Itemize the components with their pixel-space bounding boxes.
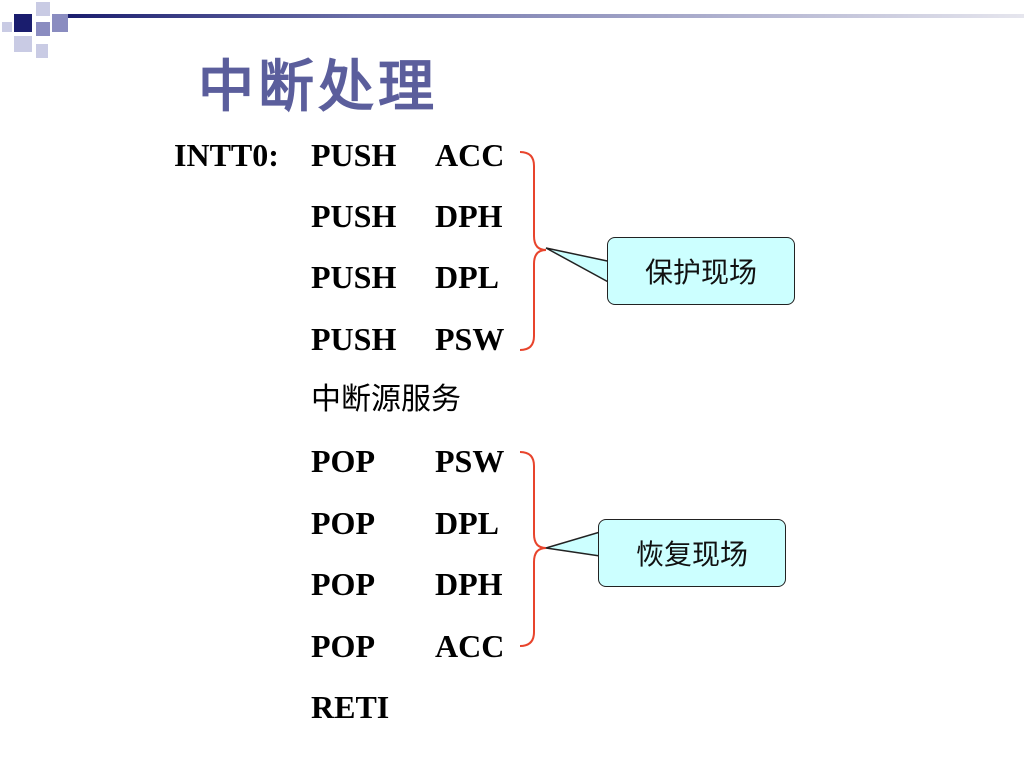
decor-square: [14, 36, 32, 52]
restore-context-text: 恢复现场: [635, 538, 748, 571]
code-arg: DPL: [435, 505, 499, 541]
save-callout-pointer: [545, 247, 613, 286]
decor-square: [14, 14, 32, 32]
code-arg: DPH: [435, 198, 503, 234]
decor-square: [36, 44, 48, 58]
push-brace: [519, 151, 547, 351]
code-op: PUSH: [311, 259, 397, 295]
code-op: PUSH: [311, 137, 397, 173]
pop-brace: [519, 451, 547, 647]
code-arg: ACC: [435, 628, 505, 664]
interrupt-label: INTT0:: [174, 137, 279, 173]
code-arg: DPL: [435, 259, 499, 295]
restore-context-callout: 恢复现场: [598, 519, 786, 587]
code-arg: PSW: [435, 443, 505, 479]
save-context-text: 保护现场: [644, 256, 757, 289]
code-op: PUSH: [311, 321, 397, 357]
slide-title: 中断处理: [198, 55, 438, 120]
restore-callout-pointer: [545, 530, 601, 557]
decor-square: [36, 22, 50, 36]
code-op: POP: [311, 505, 375, 541]
code-op: POP: [311, 566, 375, 602]
code-arg: DPH: [435, 566, 503, 602]
code-op: POP: [311, 443, 375, 479]
code-op: POP: [311, 628, 375, 664]
code-op: PUSH: [311, 198, 397, 234]
code-op: RETI: [311, 689, 390, 725]
decor-square: [2, 22, 12, 32]
decor-square: [52, 14, 68, 32]
code-arg: ACC: [435, 137, 505, 173]
title-rule: [68, 14, 1024, 18]
decor-square: [36, 2, 50, 16]
service-routine-line: 中断源服务: [311, 382, 461, 417]
save-context-callout: 保护现场: [607, 237, 795, 305]
code-arg: PSW: [435, 321, 505, 357]
